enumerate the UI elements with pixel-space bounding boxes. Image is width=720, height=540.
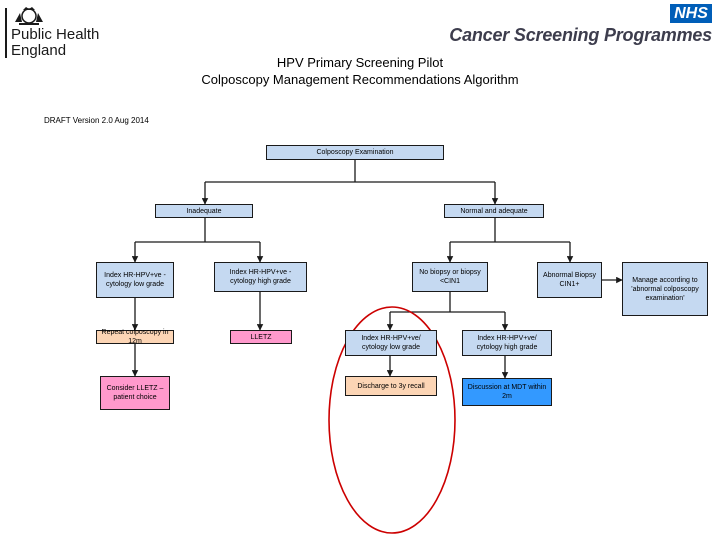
node-lletz: LLETZ [230, 330, 292, 344]
node-index-high-grade-left: Index HR-HPV+ve - cytology high grade [214, 262, 307, 292]
royal-crest-icon [15, 7, 43, 25]
node-manage-abnormal: Manage according to 'abnormal colposcopy… [622, 262, 708, 316]
org-name-line1: Public Health [11, 26, 100, 43]
node-normal-adequate: Normal and adequate [444, 204, 544, 218]
node-index-low-grade-right: Index HR-HPV+ve/ cytology low grade [345, 330, 437, 356]
page-subtitle: Colposcopy Management Recommendations Al… [201, 72, 519, 87]
node-discussion-mdt: Discussion at MDT within 2m [462, 378, 552, 406]
node-index-high-grade-right: Index HR-HPV+ve/ cytology high grade [462, 330, 552, 356]
logo-divider [5, 8, 7, 58]
node-inadequate: Inadequate [155, 204, 253, 218]
highlight-circle [328, 306, 456, 534]
node-colposcopy-exam: Colposcopy Examination [266, 145, 444, 160]
node-index-low-grade-left: Index HR-HPV+ve - cytology low grade [96, 262, 174, 298]
page-title: HPV Primary Screening Pilot [276, 55, 444, 70]
node-discharge: Discharge to 3y recall [345, 376, 437, 396]
draft-version: DRAFT Version 2.0 Aug 2014 [44, 116, 149, 125]
node-no-biopsy: No biopsy or biopsy <CIN1 [412, 262, 488, 292]
nhs-logo: NHS [670, 4, 712, 23]
programme-name: Cancer Screening Programmes [449, 25, 712, 45]
node-repeat-colposcopy: Repeat colposcopy in 12m [96, 329, 174, 345]
node-consider-lletz: Consider LLETZ – patient choice [100, 376, 170, 410]
org-name-line2: England [11, 42, 67, 59]
node-abnormal-biopsy: Abnormal Biopsy CIN1+ [537, 262, 602, 298]
